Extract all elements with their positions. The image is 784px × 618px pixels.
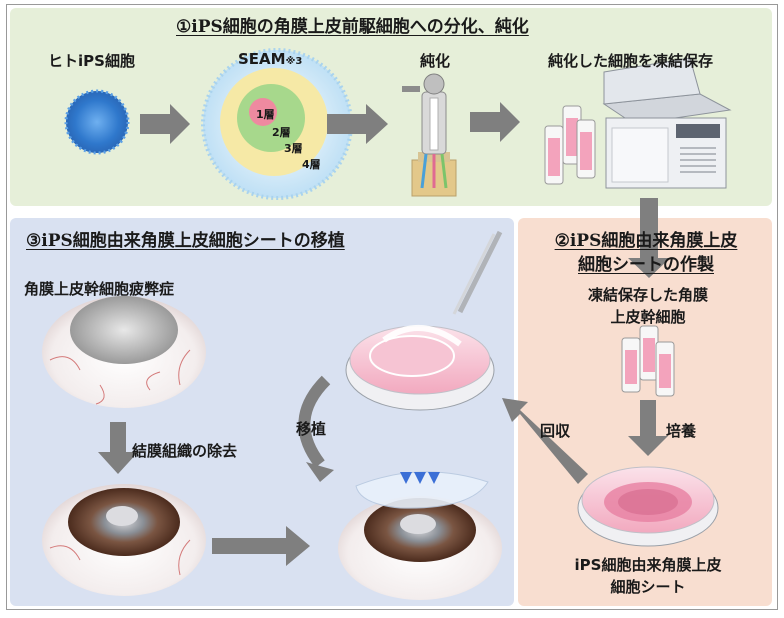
- section2-title-line2: 細胞シートの作製: [578, 255, 714, 275]
- label-frozen-2: 上皮幹細胞: [610, 308, 686, 326]
- arrow-to-transplant: [212, 526, 310, 566]
- arrow-1: [140, 104, 190, 144]
- layer-2: 2層: [272, 126, 291, 139]
- label-collect: 回収: [540, 422, 571, 440]
- arrow-transplant-curve: [298, 375, 331, 468]
- label-sheet-1: iPS細胞由来角膜上皮: [574, 556, 722, 574]
- label-removal: 結膜組織の除去: [132, 442, 238, 460]
- sheet-dish-with-tweezers: [345, 230, 503, 411]
- arrow-down-to-sheet: [628, 198, 670, 278]
- arrow-culture: [628, 400, 668, 456]
- layer-4: 4層: [302, 158, 321, 171]
- figure-frame: [6, 4, 778, 610]
- label-frozen-1: 凍結保存した角膜: [587, 286, 708, 304]
- freezer: [602, 57, 732, 189]
- eye-after-removal: [42, 484, 206, 596]
- label-seam: SEAM※3: [238, 50, 302, 68]
- label-sheet-2: 細胞シート: [610, 578, 686, 596]
- cryo-vials: [544, 105, 596, 185]
- arrow-collect: [502, 398, 588, 484]
- seam-diagram: [201, 48, 353, 200]
- label-hips: ヒトiPS細胞: [48, 52, 135, 70]
- culture-dish-sheet: [577, 466, 719, 547]
- arrow-transplant-head: [306, 462, 334, 482]
- cell-sorter-device: [402, 73, 457, 197]
- hips-cell-cluster: [64, 89, 130, 155]
- frozen-vials: [621, 325, 675, 397]
- label-transplant: 移植: [296, 420, 327, 438]
- arrow-2: [327, 104, 388, 144]
- label-purify: 純化: [420, 52, 451, 70]
- layer-1: 1層: [256, 108, 275, 121]
- seam-note: ※3: [285, 56, 303, 67]
- section1-title: ①iPS細胞の角膜上皮前駆細胞への分化、純化: [176, 17, 529, 37]
- label-disease: 角膜上皮幹細胞疲弊症: [24, 280, 175, 298]
- arrow-3: [470, 102, 520, 142]
- arrow-removal: [98, 422, 138, 474]
- layer-3: 3層: [284, 142, 303, 155]
- seam-text: SEAM: [238, 50, 286, 68]
- eye-disease: [42, 296, 206, 408]
- section3-title: ③iPS細胞由来角膜上皮細胞シートの移植: [26, 231, 345, 251]
- label-freeze: 純化した細胞を凍結保存: [548, 52, 714, 70]
- label-culture: 培養: [666, 422, 697, 440]
- eye-with-sheet: [338, 471, 502, 600]
- section2-title-line1: ②iPS細胞由来角膜上皮: [554, 231, 738, 251]
